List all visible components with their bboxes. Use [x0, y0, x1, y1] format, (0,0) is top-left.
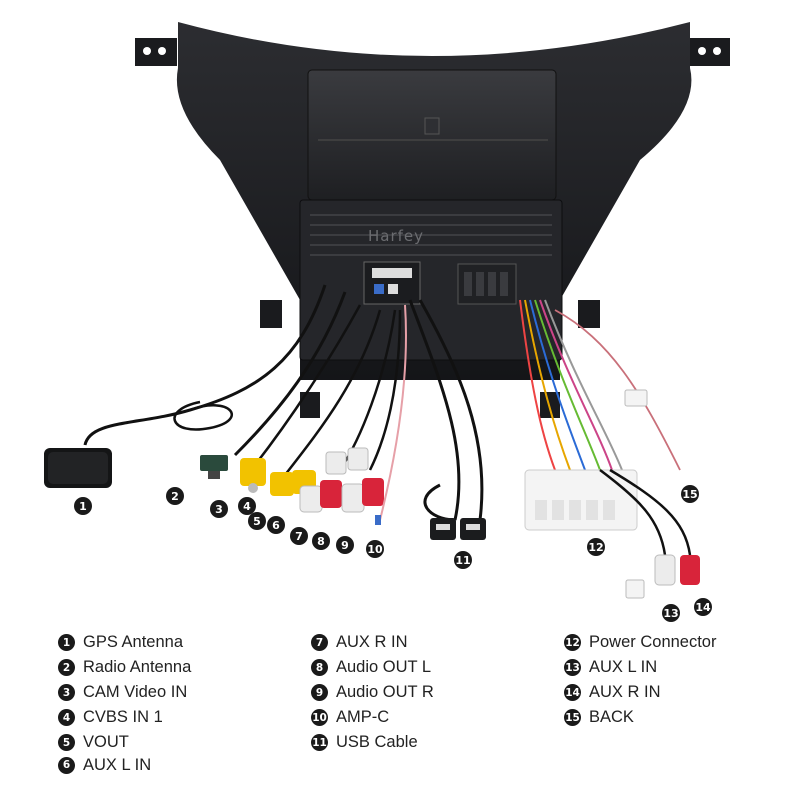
usb-cables	[408, 299, 486, 540]
legend-item: 14 AUX R IN	[564, 680, 716, 705]
mounting-tab-left	[135, 38, 177, 66]
rca-audio-bundle	[299, 309, 402, 513]
legend-label: Power Connector	[589, 633, 717, 651]
legend-label: CAM Video IN	[83, 683, 188, 701]
mounting-tab-right	[690, 38, 730, 66]
legend-number: 10	[311, 709, 328, 726]
callout-14: 14	[694, 598, 712, 616]
rca-cam-video-in	[240, 304, 362, 493]
legend-item: 3 CAM Video IN	[58, 680, 191, 705]
legend-label: GPS Antenna	[83, 633, 183, 651]
power-harness	[519, 299, 638, 531]
callout-2: 2	[166, 487, 184, 505]
legend-item: 10 AMP-C	[311, 705, 434, 730]
callout-7: 7	[290, 527, 308, 545]
legend-label: VOUT	[83, 733, 129, 751]
legend-item: 12 Power Connector	[564, 630, 716, 655]
legend-number: 6	[58, 756, 75, 774]
callout-5: 5	[248, 512, 266, 530]
callout-9: 9	[336, 536, 354, 554]
legend-item: 6 AUX L IN	[58, 755, 191, 775]
legend-number: 12	[564, 634, 581, 651]
legend-item: 8 Audio OUT L	[311, 655, 434, 680]
back-wire	[554, 309, 681, 471]
legend-label: AUX R IN	[589, 683, 661, 701]
legend-label: AUX L IN	[83, 755, 152, 774]
legend-number: 13	[564, 659, 581, 676]
legend-item: 9 Audio OUT R	[311, 680, 434, 705]
callout-4: 4	[238, 497, 256, 515]
legend-number: 8	[311, 659, 328, 676]
callout-1: 1	[74, 497, 92, 515]
legend-label: BACK	[589, 708, 634, 726]
legend-number: 9	[311, 684, 328, 701]
legend-item: 7 AUX R IN	[311, 630, 434, 655]
legend-label: CVBS IN 1	[83, 708, 163, 726]
legend-number: 11	[311, 734, 328, 751]
legend-number: 15	[564, 709, 581, 726]
legend-label: AMP-C	[336, 708, 390, 726]
brand-logo: Harfey	[368, 227, 424, 245]
legend-item: 15 BACK	[564, 705, 716, 730]
legend-item: 11 USB Cable	[311, 730, 434, 755]
gps-antenna	[44, 284, 327, 488]
callout-6: 6	[267, 516, 285, 534]
legend-number: 3	[58, 684, 75, 701]
side-bracket-left	[260, 300, 282, 328]
legend-item: 5 VOUT	[58, 730, 191, 755]
head-unit-wiring-illustration: Harfey	[44, 22, 730, 599]
legend-number: 7	[311, 634, 328, 651]
legend-number: 4	[58, 709, 75, 726]
legend-number: 2	[58, 659, 75, 676]
legend-number: 1	[58, 634, 75, 651]
screen-module-back	[307, 69, 557, 201]
legend-item: 13 AUX L IN	[564, 655, 716, 680]
legend-label: Audio OUT R	[336, 683, 434, 701]
legend-item: 1 GPS Antenna	[58, 630, 191, 655]
legend-label: Audio OUT L	[336, 658, 432, 676]
callout-13: 13	[662, 604, 680, 622]
callout-12: 12	[587, 538, 605, 556]
callout-3: 3	[210, 500, 228, 518]
legend-item: 4 CVBS IN 1	[58, 705, 191, 730]
legend-label: AUX L IN	[589, 658, 658, 676]
legend-number: 14	[564, 684, 581, 701]
legend-label: USB Cable	[336, 733, 418, 751]
radio-antenna-cable	[200, 291, 347, 479]
amp-control-wire	[379, 304, 407, 521]
rca-aux-in-pair	[599, 468, 700, 599]
legend-number: 5	[58, 734, 75, 751]
side-bracket-right	[578, 300, 600, 328]
rca-cvbs-in-1	[270, 309, 382, 496]
legend-column-1: 1 GPS Antenna 2 Radio Antenna 3 CAM Video I…	[58, 630, 191, 775]
legend-label: AUX R IN	[336, 633, 408, 651]
callout-10: 10	[366, 540, 384, 558]
lower-bracket-left	[300, 392, 320, 418]
legend-column-2: 7 AUX R IN 8 Audio OUT L 9 Audio OUT R 10 AM…	[311, 630, 434, 755]
legend-label: Radio Antenna	[83, 658, 192, 676]
legend-item: 2 Radio Antenna	[58, 655, 191, 680]
callout-11: 11	[454, 551, 472, 569]
callout-15: 15	[681, 485, 699, 503]
callout-8: 8	[312, 532, 330, 550]
